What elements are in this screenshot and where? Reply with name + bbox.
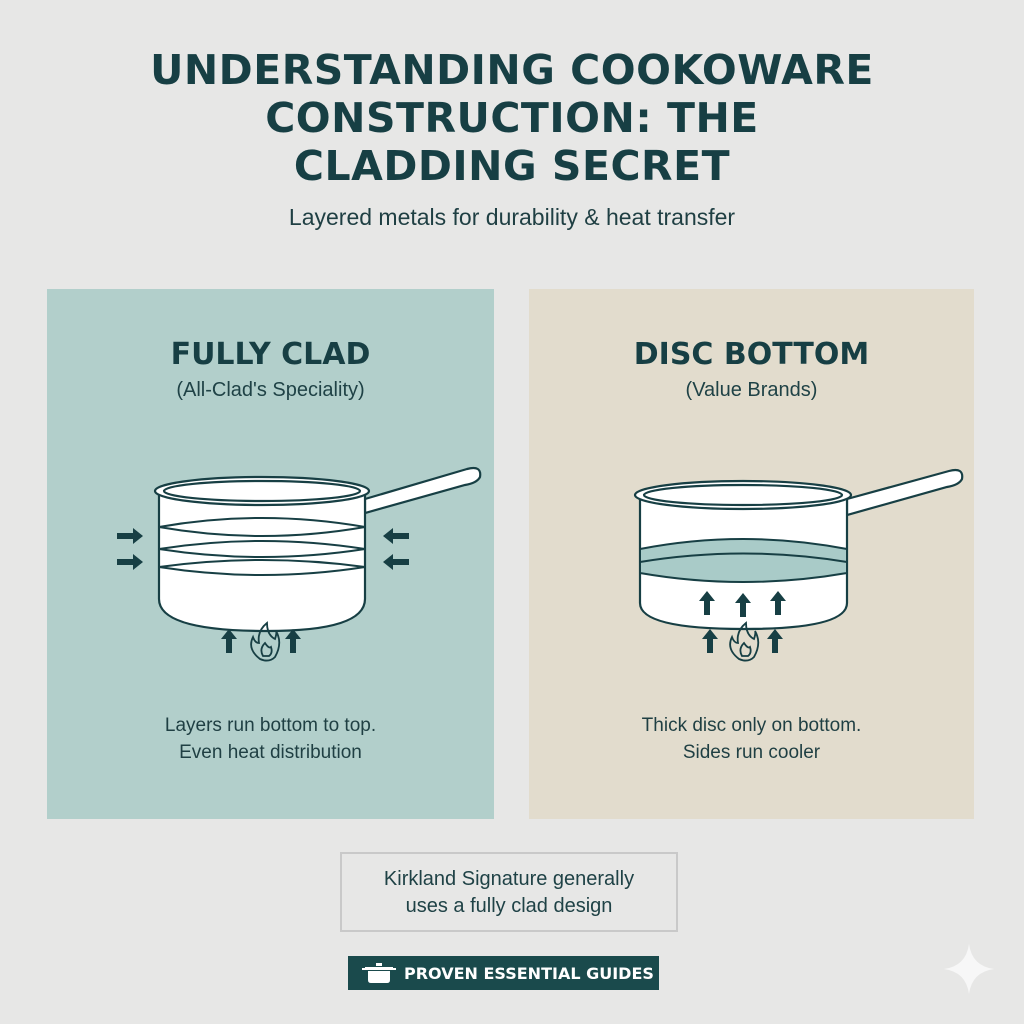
panel-fully-clad: FULLY CLAD (All-Clad's Speciality) (47, 289, 494, 819)
title-line-3: CLADDING SECRET (293, 142, 731, 190)
panel-title: FULLY CLAD (170, 337, 371, 372)
description-line: Sides run cooler (682, 742, 821, 763)
side-arrows-icon (117, 528, 409, 570)
up-arrow-icon (285, 629, 301, 653)
title-line-1: UNDERSTANDING COOKOWARE (150, 46, 874, 94)
title-line-2: CONSTRUCTION: THE (265, 94, 759, 142)
description-line: Thick disc only on bottom. (641, 715, 862, 736)
pot-icon (362, 963, 396, 983)
pan-handle-icon (845, 468, 964, 517)
up-arrow-icon (699, 591, 715, 615)
description-line: Layers run bottom to top. (164, 715, 377, 736)
badge-label: PROVEN ESSENTIAL GUIDES (404, 963, 654, 983)
panel-subtitle: (Value Brands) (685, 379, 818, 401)
panel-title: DISC BOTTOM (633, 337, 870, 372)
up-arrow-icon (767, 629, 783, 653)
disc-layer (639, 538, 848, 583)
panel-description: Layers run bottom to top. Even heat dist… (47, 712, 494, 766)
flame-icon (250, 621, 281, 662)
note-line: uses a fully clad design (405, 895, 613, 917)
flame-icon (729, 621, 760, 662)
page-subtitle: Layered metals for durability & heat tra… (288, 204, 736, 230)
up-arrow-icon (735, 593, 751, 617)
page-title: UNDERSTANDING COOKOWARE CONSTRUCTION: TH… (0, 46, 1024, 190)
panel-subtitle: (All-Clad's Speciality) (176, 379, 365, 401)
panel-disc-bottom: DISC BOTTOM (Value Brands) Thick disc on… (529, 289, 974, 819)
fully-clad-saucepan-illustration (117, 466, 482, 662)
kirkland-note-box: Kirkland Signature generally uses a full… (340, 852, 678, 932)
description-line: Even heat distribution (179, 742, 362, 763)
disc-bottom-saucepan-illustration (633, 468, 964, 662)
sparkle-icon (944, 944, 994, 994)
up-arrow-icon (770, 591, 786, 615)
up-arrow-icon (702, 629, 718, 653)
pan-handle-icon (363, 466, 482, 515)
panel-description: Thick disc only on bottom. Sides run coo… (529, 712, 974, 766)
up-arrow-icon (221, 629, 237, 653)
brand-badge: PROVEN ESSENTIAL GUIDES (348, 956, 659, 990)
note-line: Kirkland Signature generally (383, 868, 635, 890)
